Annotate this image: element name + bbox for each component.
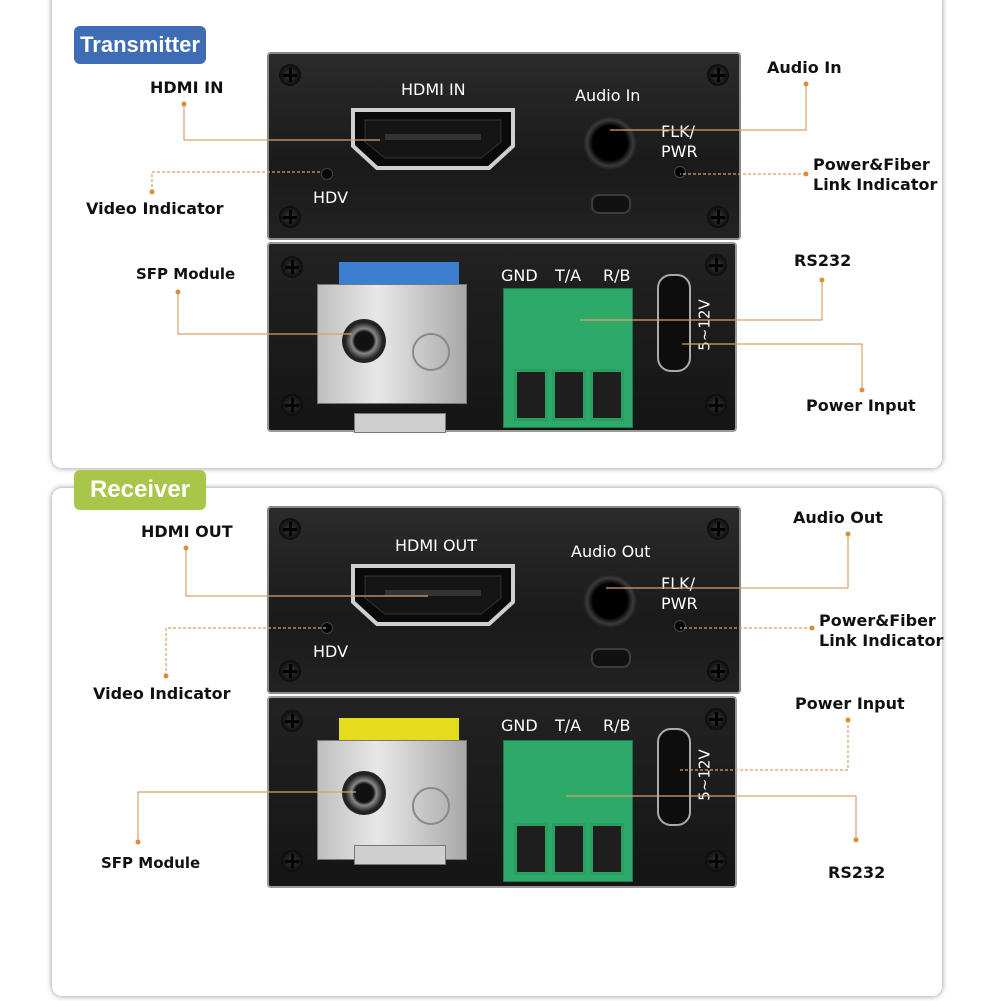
hdmi-port-icon	[351, 564, 515, 626]
video-led	[321, 168, 333, 180]
callout-power-fiber-1: Power&Fiber	[819, 611, 936, 630]
ta-label: T/A	[555, 266, 582, 285]
callout-video-indicator: Video Indicator	[93, 684, 231, 703]
callout-sfp-module: SFP Module	[101, 854, 201, 872]
callout-rs232: RS232	[828, 863, 886, 882]
sfp-label-strip	[339, 718, 459, 742]
screw-icon	[281, 850, 303, 872]
gnd-label: GND	[501, 716, 538, 735]
receiver-title: Receiver	[74, 470, 206, 510]
screw-icon	[279, 660, 301, 682]
gnd-label: GND	[501, 266, 538, 285]
callout-power-fiber-1: Power&Fiber	[813, 155, 930, 174]
screw-icon	[707, 518, 729, 540]
usb-c-port-icon	[657, 728, 691, 826]
slot-icon	[591, 648, 631, 668]
audio-port-label: Audio In	[575, 86, 641, 105]
pwr-label: PWR	[661, 142, 698, 161]
hdmi-port-label: HDMI OUT	[395, 536, 478, 555]
screw-icon	[279, 206, 301, 228]
callout-sfp-module: SFP Module	[136, 265, 236, 283]
hdv-label: HDV	[313, 188, 349, 207]
callout-hdmi-out: HDMI OUT	[141, 522, 233, 541]
slot-icon	[591, 194, 631, 214]
screw-icon	[707, 206, 729, 228]
terminal-block-icon	[503, 288, 633, 428]
callout-audio-in: Audio In	[767, 58, 842, 77]
pwr-label: PWR	[661, 594, 698, 613]
rb-label: R/B	[603, 716, 631, 735]
screw-icon	[705, 254, 727, 276]
callout-audio-out: Audio Out	[793, 508, 883, 527]
screw-icon	[707, 660, 729, 682]
video-led	[321, 622, 333, 634]
flk-label: FLK/	[661, 122, 695, 141]
audio-port-label: Audio Out	[571, 542, 651, 561]
screw-icon	[707, 64, 729, 86]
terminal-block-icon	[503, 740, 633, 882]
transmitter-front-panel: HDMI IN Audio In FLK/ PWR HDV	[267, 52, 741, 240]
callout-video-indicator: Video Indicator	[86, 199, 224, 218]
screw-icon	[279, 518, 301, 540]
screw-icon	[281, 710, 303, 732]
transmitter-title: Transmitter	[74, 26, 206, 64]
screw-icon	[705, 708, 727, 730]
hdv-label: HDV	[313, 642, 349, 661]
screw-icon	[705, 850, 727, 872]
callout-power-input: Power Input	[806, 396, 916, 415]
audio-jack-icon	[583, 116, 637, 170]
rb-label: R/B	[603, 266, 631, 285]
sfp-module-icon	[317, 740, 467, 865]
screw-icon	[279, 64, 301, 86]
hdmi-port-icon	[351, 108, 515, 170]
usb-c-port-icon	[657, 274, 691, 372]
callout-rs232: RS232	[794, 251, 852, 270]
callout-power-fiber-2: Link Indicator	[813, 175, 938, 194]
screw-icon	[281, 394, 303, 416]
callout-hdmi-in: HDMI IN	[150, 78, 224, 97]
screw-icon	[705, 394, 727, 416]
callout-power-fiber-2: Link Indicator	[819, 631, 944, 650]
audio-jack-icon	[583, 574, 637, 628]
hdmi-port-label: HDMI IN	[401, 80, 466, 99]
callout-power-input: Power Input	[795, 694, 905, 713]
sfp-module-icon	[317, 284, 467, 433]
ta-label: T/A	[555, 716, 582, 735]
receiver-front-panel: HDMI OUT Audio Out FLK/ PWR HDV	[267, 506, 741, 694]
power-fiber-led	[674, 620, 686, 632]
screw-icon	[281, 256, 303, 278]
transmitter-rear-panel: GND T/A R/B 5~12V	[267, 242, 737, 433]
sfp-label-strip	[339, 262, 459, 284]
power-fiber-led	[674, 166, 686, 178]
